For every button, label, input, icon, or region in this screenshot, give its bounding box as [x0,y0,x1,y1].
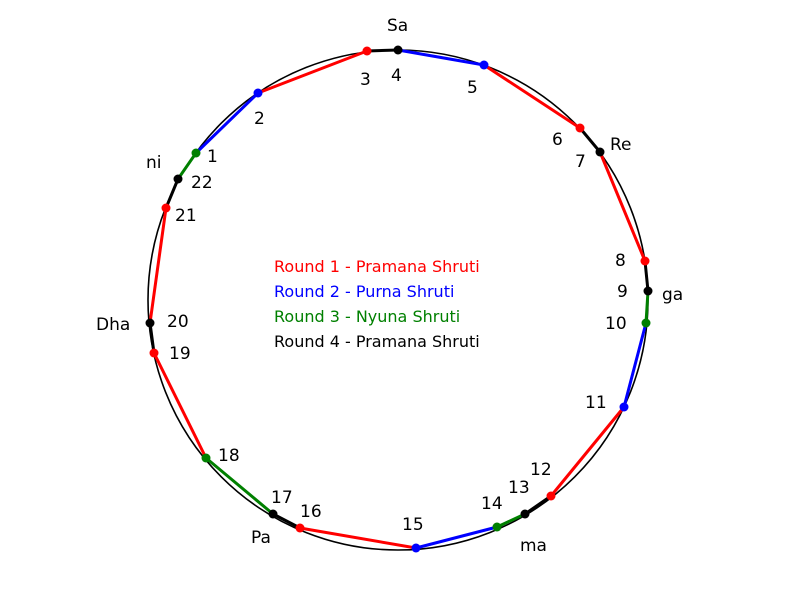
segment-2-3 [256,49,369,95]
shruti-dot-8 [640,256,650,266]
shruti-label-3: 3 [360,70,371,90]
shruti-label-13: 13 [508,478,530,498]
shruti-label-8: 8 [615,251,626,271]
segment-12-13 [523,494,553,516]
shruti-dot-5 [479,60,489,70]
shruti-dot-19 [149,348,159,358]
shruti-dot-13 [520,509,530,519]
shruti-label-16: 16 [300,502,322,522]
shruti-dot-4 [393,45,403,55]
segment-18-19 [152,351,208,460]
shruti-dot-17 [268,509,278,519]
shruti-label-10: 10 [605,314,627,334]
shruti-label-12: 12 [530,460,552,480]
shruti-dot-11 [619,402,629,412]
segment-20-21 [148,206,168,325]
legend: Round 1 - Pramana Shruti Round 2 - Purna… [274,257,480,351]
shruti-label-22: 22 [191,173,213,193]
shruti-label-9: 9 [617,282,628,302]
legend-round-4: Round 4 - Pramana Shruti [274,332,480,351]
shruti-dot-21 [161,203,171,213]
shruti-label-17: 17 [271,488,293,508]
note-label-re: Re [610,135,632,155]
shruti-dot-7 [595,147,605,157]
shruti-dot-6 [575,123,585,133]
shruti-label-20: 20 [167,312,189,332]
shruti-label-11: 11 [585,393,607,413]
shruti-label-2: 2 [254,109,265,129]
note-label-ma: ma [520,536,547,556]
note-label-dha: Dha [96,315,130,335]
legend-round-2: Round 2 - Purna Shruti [274,282,454,301]
note-label-ni: ni [146,153,162,173]
shruti-label-6: 6 [552,130,563,150]
note-label-pa: Pa [251,528,271,548]
segment-9-10 [644,289,650,325]
shruti-dot-9 [643,286,653,296]
segment-4-5 [396,48,486,67]
segment-3-4 [365,48,400,53]
segment-14-15 [414,525,499,550]
shruti-label-5: 5 [467,78,478,98]
shruti-label-7: 7 [575,152,586,172]
shruti-dots [145,45,653,553]
segment-16-17 [271,512,302,530]
shruti-dot-12 [546,491,556,501]
legend-round-3: Round 3 - Nyuna Shruti [274,307,460,326]
shruti-dot-2 [253,88,263,98]
shruti-dot-3 [362,46,372,56]
segment-10-11 [622,321,648,409]
shruti-dot-20 [145,318,155,328]
segment-8-9 [643,259,650,293]
shruti-dot-18 [201,453,211,463]
shruti-label-1: 1 [207,147,218,167]
shruti-label-19: 19 [169,344,191,364]
segment-22-1 [176,151,198,181]
segment-7-8 [598,150,647,263]
shruti-label-21: 21 [175,206,197,226]
shruti-dot-15 [411,543,421,553]
shruti-dot-1 [191,148,201,158]
segment-13-14 [495,512,527,529]
shruti-label-14: 14 [481,494,503,514]
segment-5-6 [482,63,582,130]
segment-15-16 [298,526,418,550]
segment-1-2 [194,91,260,155]
shruti-dot-10 [641,318,651,328]
segment-19-20 [148,321,156,355]
legend-round-1: Round 1 - Pramana Shruti [274,257,480,276]
chord-segments [148,48,650,550]
shruti-label-4: 4 [391,66,402,86]
segment-11-12 [549,405,626,498]
note-label-sa: Sa [387,16,408,36]
shruti-dot-14 [492,522,502,532]
shruti-dot-16 [295,523,305,533]
note-label-ga: ga [662,285,683,305]
segment-21-22 [164,177,180,210]
shruti-label-15: 15 [402,515,424,535]
shruti-label-18: 18 [218,446,240,466]
segment-17-18 [204,456,275,516]
segment-6-7 [578,126,602,154]
shruti-dot-22 [173,174,183,184]
